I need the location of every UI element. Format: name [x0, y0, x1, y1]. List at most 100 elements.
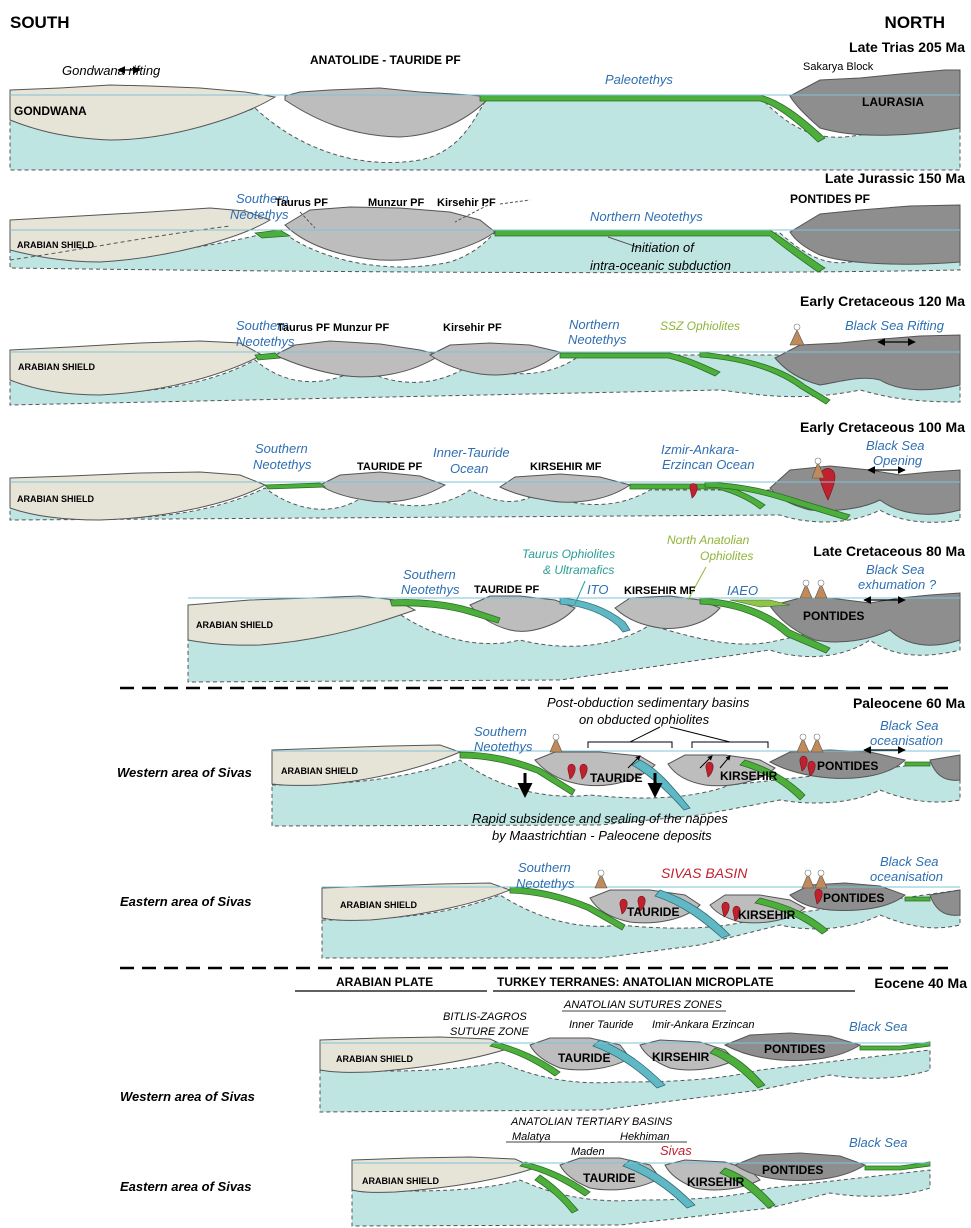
- kirsehir-mf-4: KIRSEHIR MF: [530, 461, 602, 473]
- izmir-4b: Erzincan Ocean: [662, 457, 755, 472]
- rapid-subsidence-b: by Maastrichtian - Paleocene deposits: [492, 828, 712, 843]
- panel-late-trias: Gondwana rifting GONDWANA ANATOLIDE - TA…: [9, 39, 965, 171]
- arabian-shield-2: ARABIAN SHIELD: [17, 240, 95, 250]
- pontides-crust-8: [723, 1032, 862, 1061]
- paleotethys-label: Paleotethys: [605, 72, 673, 87]
- mantle-lower: [9, 96, 961, 171]
- pluton-6e: [807, 760, 816, 777]
- initiation-2a: Initiation of: [631, 240, 695, 255]
- pontides-9: PONTIDES: [762, 1163, 823, 1177]
- mantle-6: [271, 759, 961, 827]
- tauride-9: TAURIDE: [583, 1171, 635, 1185]
- bitlis-b: SUTURE ZONE: [450, 1026, 530, 1038]
- ito-slab-5: [559, 597, 631, 633]
- sakarya-label: Sakarya Block: [803, 61, 874, 73]
- arabian-shield-8: ARABIAN SHIELD: [336, 1054, 414, 1064]
- northern-slab-2: [494, 229, 826, 273]
- maden-label: Maden: [571, 1146, 605, 1158]
- volcano-7a: [594, 873, 608, 889]
- black-sea-rifting: Black Sea Rifting: [845, 318, 945, 333]
- gondwana-rifting-label: Gondwana rifting: [62, 63, 161, 78]
- taurus-oph-pointer: [574, 580, 586, 605]
- dash-kirsehir2: [499, 199, 531, 205]
- tauride-crust-6: [534, 751, 656, 787]
- turkey-terranes-label: TURKEY TERRANES: ANATOLIAN MICROPLATE: [497, 975, 774, 989]
- arabian-shield-7: ARABIAN SHIELD: [340, 900, 418, 910]
- pluton-4b: [689, 483, 698, 499]
- kirsehir-3: [429, 342, 562, 376]
- izmir-4a: Izmir-Ankara-: [661, 442, 739, 457]
- kirsehir-7: KIRSEHIR: [738, 908, 796, 922]
- taurus-pf-2: Taurus PF: [275, 197, 328, 209]
- teal-slab-8: [592, 1039, 666, 1089]
- pontides-7: PONTIDES: [823, 891, 884, 905]
- kirsehir-9: KIRSEHIR: [687, 1175, 745, 1189]
- plume-5b: [817, 579, 825, 587]
- southern-neotethys-5a: Southern: [403, 567, 456, 582]
- panel-early-cretaceous-100: Southern Neotethys TAURIDE PF Inner-Taur…: [9, 419, 965, 523]
- kirsehir-6: KIRSEHIR: [720, 769, 778, 783]
- mantle-9: [351, 1169, 931, 1227]
- north-ana-pointer: [687, 566, 707, 601]
- southern-neotethys-3a: Southern: [236, 318, 289, 333]
- arabian-plate-label: ARABIAN PLATE: [336, 975, 433, 989]
- bracket-1: [587, 741, 673, 748]
- age-100: Early Cretaceous 100 Ma: [800, 419, 965, 435]
- black-sea-4a: Black Sea: [866, 438, 925, 453]
- laurasia-crust: [789, 69, 961, 136]
- northern-neotethys-2: Northern Neotethys: [590, 209, 703, 224]
- arabian-crust-5: [187, 595, 417, 646]
- north-ana-5a: North Anatolian: [667, 533, 750, 547]
- rapid-subsidence-a: Rapid subsidence and sealing of the napp…: [472, 811, 728, 826]
- slab-3a: [559, 352, 721, 377]
- pontides-8: PONTIDES: [764, 1042, 825, 1056]
- sivas-basin-label: SIVAS BASIN: [661, 865, 748, 881]
- tauride-pf-4: TAURIDE PF: [357, 461, 422, 473]
- taurus-munzur-3: [273, 340, 442, 378]
- pontides-3: [774, 334, 961, 391]
- suture-slab-9a: [519, 1161, 591, 1197]
- arabian-crust-2: [9, 207, 272, 263]
- teal-slab-7: [654, 889, 731, 939]
- pluton-7b: [637, 895, 646, 912]
- plume-6c: [813, 733, 821, 741]
- age-60: Paleocene 60 Ma: [853, 695, 965, 711]
- southern-slab-5: [389, 599, 501, 624]
- volcano-6a: [549, 737, 563, 753]
- munzur-pf-2: Munzur PF: [368, 197, 424, 209]
- laurasia-label: LAURASIA: [862, 95, 924, 109]
- arabian-shield-4: ARABIAN SHIELD: [17, 494, 95, 504]
- pluton-7c: [721, 901, 730, 918]
- izmir-slab-4b: [704, 481, 851, 521]
- flow-arrow-1: [627, 755, 641, 769]
- southern-slab-6: [459, 751, 576, 796]
- tauride-crust-4: [319, 471, 447, 503]
- dash-taurus: [299, 211, 316, 229]
- volcano-6c: [810, 737, 824, 753]
- southern-slab-4: [264, 482, 327, 490]
- slab-3b: [699, 351, 831, 405]
- paleotethys-slab: [479, 94, 826, 143]
- panel-eocene-western: ARABIAN PLATE TURKEY TERRANES: ANATOLIAN…: [120, 975, 967, 1113]
- southern-slab-7: [509, 886, 626, 931]
- green-slab-6: [739, 759, 806, 801]
- plume-6b: [799, 733, 807, 741]
- southern-neotethys-7a: Southern: [518, 860, 571, 875]
- initiation-pointer: [607, 236, 641, 249]
- pontides-crust-2: [789, 204, 961, 265]
- post-obduction-b: on obducted ophiolites: [579, 712, 710, 727]
- tauride-pf-5: TAURIDE PF: [474, 584, 539, 596]
- post-obduction-a: Post-obduction sedimentary basins: [547, 695, 750, 710]
- plume-7c: [817, 869, 825, 877]
- black-sea-5b: exhumation ?: [858, 577, 937, 592]
- southern-slab-2: [253, 229, 292, 239]
- arabian-shield-3: ARABIAN SHIELD: [18, 362, 96, 372]
- pluton-7d: [732, 905, 741, 922]
- volcano-7b: [801, 873, 815, 889]
- green-slab-9: [719, 1167, 776, 1209]
- post-pointer-1: [629, 726, 661, 743]
- pontides-6: PONTIDES: [817, 759, 878, 773]
- black-sea-4b: Opening: [873, 453, 923, 468]
- gondwana-label: GONDWANA: [14, 104, 87, 118]
- western-sivas-8: Western area of Sivas: [120, 1089, 255, 1104]
